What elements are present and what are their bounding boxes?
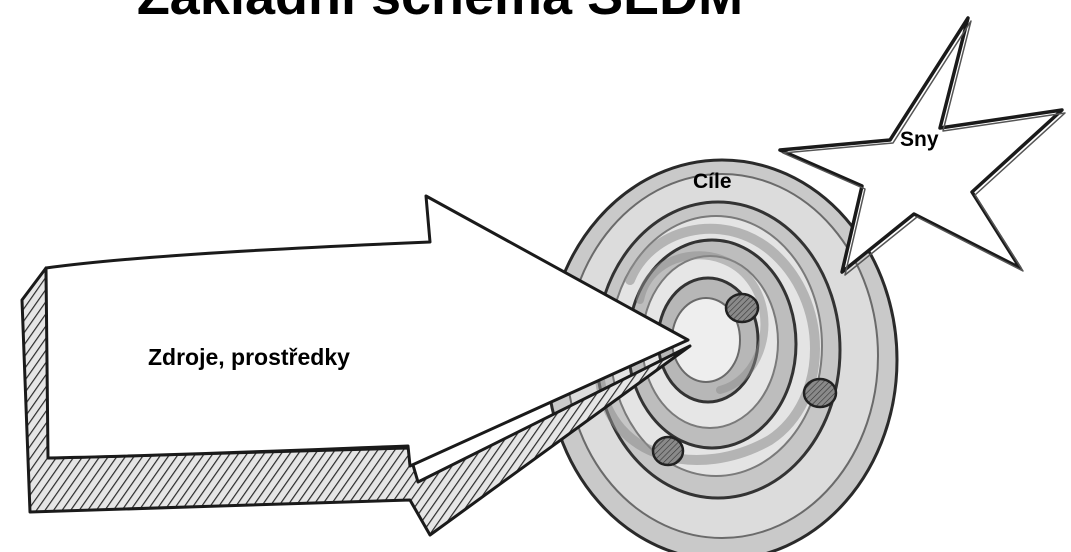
goals-label: Cíle — [693, 170, 732, 193]
diagram-title: Základní schéma SEDM — [137, 0, 743, 26]
resources-label: Zdroje, prostředky — [148, 344, 350, 370]
dreams-label: Sny — [900, 128, 939, 151]
goal-dot — [804, 379, 836, 407]
goal-dot — [653, 437, 683, 465]
goal-dot — [726, 294, 758, 322]
